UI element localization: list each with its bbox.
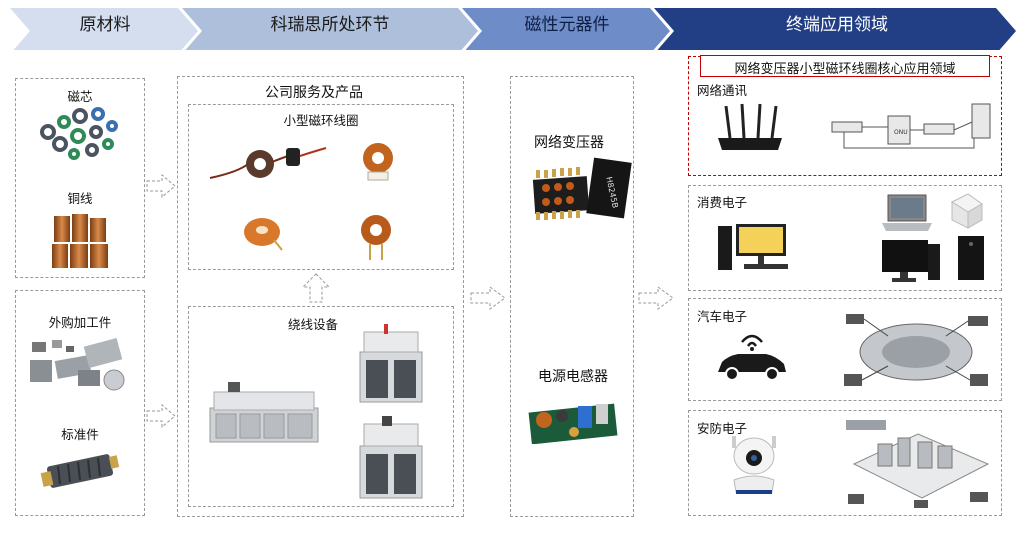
arrow-up-to-coil: [302, 273, 330, 303]
auto-box: [688, 298, 1002, 401]
monitor-image: [882, 240, 940, 282]
svg-text:ONU: ONU: [894, 129, 908, 136]
arrow-raw-bottom: [146, 404, 176, 428]
toroid-coil-mounted-image: [363, 143, 393, 181]
network-transformer-image: H8245B: [532, 157, 632, 220]
stage-chevron-2: [182, 8, 478, 50]
security-box: [688, 410, 1002, 516]
coil-title: 小型磁环线圈: [283, 113, 359, 128]
network-topology-image: ONU: [831, 103, 991, 149]
laptop-image: [882, 194, 932, 231]
core-application-title: 网络变压器小型磁环线圈核心应用领域: [734, 62, 956, 77]
security-system-image: [846, 420, 990, 508]
router-image: [718, 103, 782, 150]
core-label: 磁芯: [67, 89, 93, 104]
magnetic-core-image: [40, 107, 118, 160]
winding-title: 绕线设备: [288, 317, 339, 332]
inductor-label: 电源电感器: [538, 369, 608, 385]
coil-box: [188, 104, 454, 270]
connected-car-image: [718, 334, 786, 381]
company-box: [177, 76, 464, 517]
desktop-pc-image: [718, 224, 788, 270]
winding-box: [188, 306, 454, 507]
arrow-components-to-terminal: [638, 286, 674, 310]
stage-label-terminal: 终端应用领域: [786, 15, 888, 35]
core-application-title-box: [700, 55, 990, 77]
consumer-box: [688, 185, 1002, 291]
raw-materials-bottom-box: [15, 290, 145, 516]
toroid-coil-orange-image: [244, 218, 283, 251]
company-title: 公司服务及产品: [265, 85, 363, 101]
car-electronics-diagram-image: [844, 314, 988, 386]
transformer-label: 网络变压器: [534, 135, 604, 151]
network-label: 网络通讯: [697, 83, 748, 98]
standard-parts-label: 标准件: [61, 427, 99, 442]
copper-wire-image: [52, 214, 108, 268]
pc-tower-image: [958, 236, 984, 280]
standard-parts-image: [40, 454, 120, 488]
stage-label-components: 磁性元器件: [524, 15, 610, 35]
outsourced-parts-label: 外购加工件: [48, 315, 112, 330]
arrow-company-to-components: [470, 286, 506, 310]
stage-label-raw: 原材料: [79, 15, 131, 35]
stage-label-company: 科瑞思所处环节: [270, 15, 390, 35]
stage-chevron-1: [10, 8, 198, 50]
consumer-label: 消费电子: [697, 195, 748, 210]
stage-chevron-3: [462, 8, 670, 50]
copper-label: 铜线: [67, 191, 93, 206]
stage-banner: [10, 8, 1016, 50]
raw-materials-top-box: [15, 78, 145, 278]
security-camera-image: [732, 436, 776, 494]
charger-image: [950, 193, 983, 229]
components-box: [510, 76, 634, 517]
stage-chevron-4: [654, 8, 1016, 50]
auto-label: 汽车电子: [697, 309, 748, 324]
outsourced-parts-image: [30, 337, 125, 391]
security-label: 安防电子: [697, 421, 748, 436]
winding-machine-small-top-image: [359, 324, 423, 403]
arrow-raw-top: [146, 174, 176, 198]
winding-machine-small-bottom-image: [359, 416, 423, 499]
power-inductor-image: [528, 403, 618, 444]
toroid-coil-vertical-image: [361, 215, 391, 260]
winding-machine-large-image: [209, 382, 319, 443]
toroid-coil-leaded-image: [209, 147, 327, 179]
